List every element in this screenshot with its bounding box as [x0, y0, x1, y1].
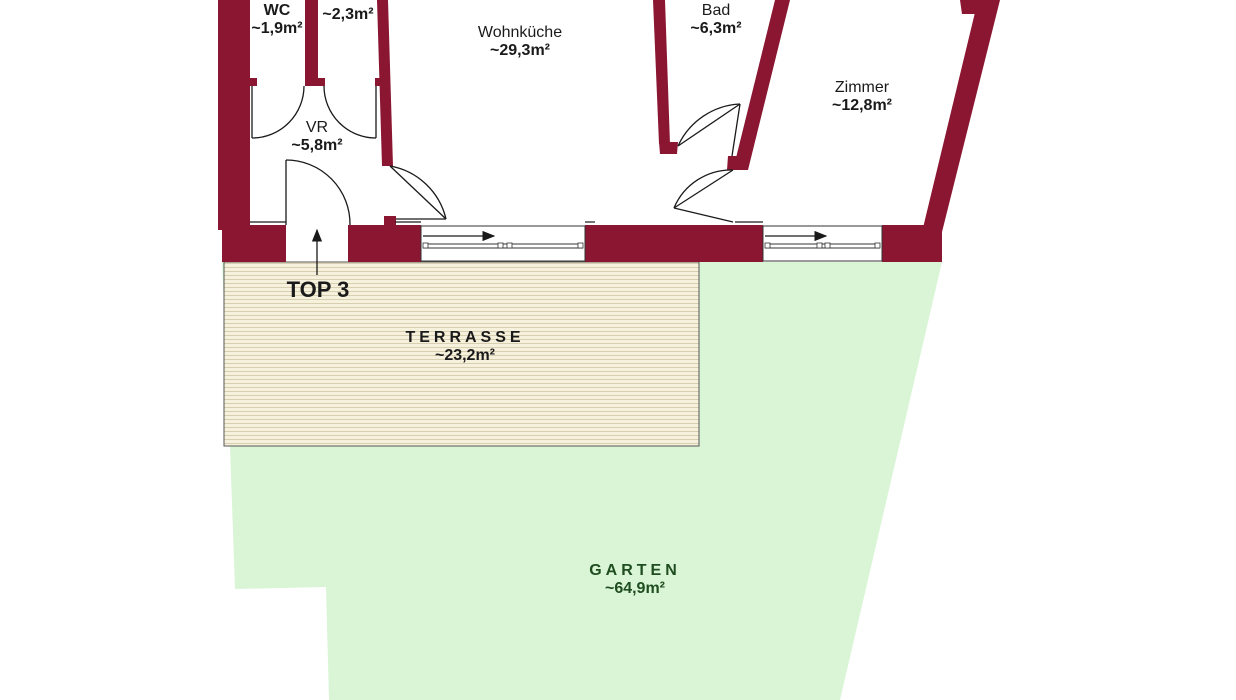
garden-label: GARTEN ~64,9m²	[560, 562, 710, 599]
room-vr-label: VR ~5,8m²	[282, 119, 352, 156]
garden-name: GARTEN	[589, 562, 681, 579]
exterior-walls	[218, 0, 1000, 262]
room-bad-area: ~6,3m²	[690, 20, 742, 38]
room-zimmer-name: Zimmer	[834, 79, 890, 96]
door-swings	[251, 85, 741, 226]
room-ar-area: ~2,3m²	[322, 6, 374, 23]
garden-area-value: ~64,9m²	[604, 580, 666, 598]
room-wc-area: ~1,9m²	[251, 20, 303, 38]
unit-label: TOP 3	[286, 277, 350, 302]
terrace-area-value: ~23,2m²	[434, 347, 496, 365]
room-zimmer-label: Zimmer ~12,8m²	[812, 79, 912, 116]
interior-walls	[245, 0, 980, 226]
sliding-door-left	[420, 225, 586, 262]
room-ar-label: ~2,3m²	[316, 6, 380, 24]
room-bad-name: Bad	[701, 2, 731, 19]
terrace-name: TERRASSE	[405, 329, 525, 346]
sliding-door-right	[762, 225, 883, 262]
room-zimmer-area: ~12,8m²	[831, 97, 893, 115]
room-wc-name: WC	[263, 2, 291, 19]
room-wc-label: WC ~1,9m²	[242, 2, 312, 39]
room-vr-area: ~5,8m²	[291, 137, 343, 155]
terrace-area	[223, 261, 700, 447]
room-wohnkueche-area: ~29,3m²	[489, 42, 551, 60]
room-wohnkueche-label: Wohnküche ~29,3m²	[450, 24, 590, 61]
terrace-label: TERRASSE ~23,2m²	[380, 329, 550, 366]
room-vr-name: VR	[305, 119, 329, 136]
room-wohnkueche-name: Wohnküche	[477, 24, 563, 41]
room-bad-label: Bad ~6,3m²	[676, 2, 756, 39]
